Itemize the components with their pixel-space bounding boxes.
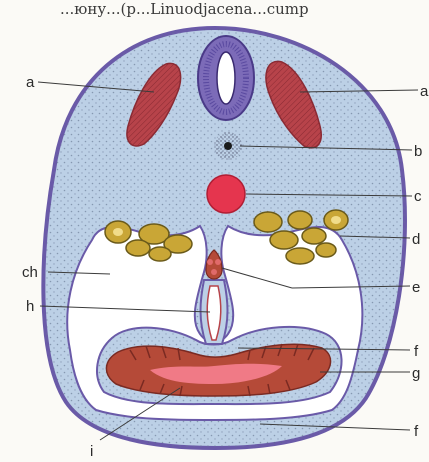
label-e: e [412, 279, 420, 296]
dorsal-aorta [214, 132, 242, 160]
label-d: d [412, 231, 420, 248]
label-g: g [412, 365, 420, 382]
label-f-lower: f [414, 423, 419, 440]
top-caption: ...юну...(р...Linuodjacena...cump [60, 0, 309, 18]
notochord [207, 175, 245, 213]
label-f-upper: f [414, 343, 419, 360]
label-a-right: a [420, 83, 429, 100]
label-a-left: a [26, 74, 35, 91]
neural-tube [198, 36, 254, 120]
label-b: b [414, 143, 422, 160]
label-ch: ch [22, 264, 38, 281]
label-h: h [26, 298, 34, 315]
label-c: c [414, 188, 422, 205]
label-i: i [90, 443, 93, 460]
